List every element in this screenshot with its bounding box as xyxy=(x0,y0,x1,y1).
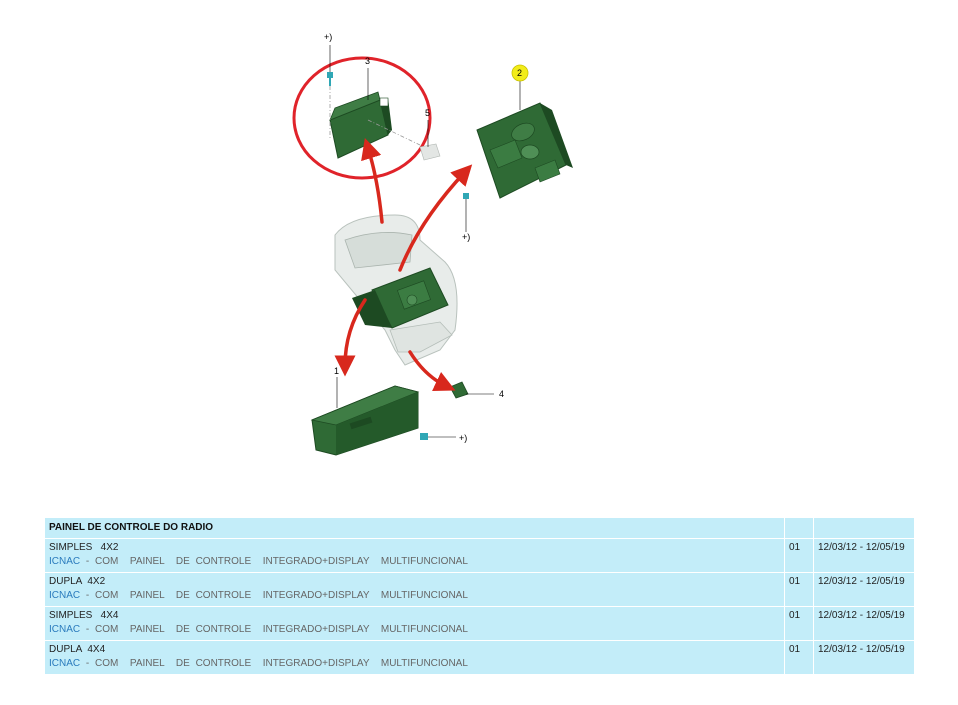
part-3-bracket xyxy=(329,91,392,159)
quantity: 01 xyxy=(784,538,814,573)
table-header-row: PAINEL DE CONTROLE DO RADIO xyxy=(44,517,915,539)
screw-callout: +) xyxy=(324,32,332,42)
exploded-parts-diagram: 1 2 3 4 5 +) +) +) xyxy=(292,32,573,456)
variant-label: DUPLA 4X2 xyxy=(49,576,106,587)
table-row: DUPLA 4X2 ICNAC - COM PAINEL DE CONTROLE… xyxy=(44,572,915,607)
part-1-radio-unit xyxy=(310,385,420,456)
callout-1: 1 xyxy=(334,366,339,376)
variant-label: DUPLA 4X4 xyxy=(49,644,106,655)
quantity: 01 xyxy=(784,640,814,675)
part-4-connector xyxy=(449,381,469,399)
highlight-circle xyxy=(292,56,432,180)
part-5-label xyxy=(419,143,441,161)
screw-icon xyxy=(327,72,333,86)
description: - COM PAINEL DE CONTROLE INTEGRADO+DISPL… xyxy=(80,624,468,635)
callout-badge-2 xyxy=(511,64,529,82)
table-row: SIMPLES 4X2 ICNAC - COM PAINEL DE CONTRO… xyxy=(44,538,915,573)
table-title: PAINEL DE CONTROLE DO RADIO xyxy=(44,517,785,539)
callout-5: 5 xyxy=(425,108,430,118)
model-code-link[interactable]: ICNAC xyxy=(49,556,81,567)
table-row: DUPLA 4X4 ICNAC - COM PAINEL DE CONTROLE… xyxy=(44,640,915,675)
description: - COM PAINEL DE CONTROLE INTEGRADO+DISPL… xyxy=(80,658,468,669)
variant-label: SIMPLES 4X4 xyxy=(49,610,119,621)
callout-4: 4 xyxy=(499,389,504,399)
quantity: 01 xyxy=(784,606,814,641)
screw-callout: +) xyxy=(459,433,467,443)
model-code-link[interactable]: ICNAC xyxy=(49,624,81,635)
part-2-radio-control-panel xyxy=(476,102,573,199)
date-range: 12/03/12 - 12/05/19 xyxy=(813,538,915,573)
date-range: 12/03/12 - 12/05/19 xyxy=(813,640,915,675)
parts-table: PAINEL DE CONTROLE DO RADIO SIMPLES 4X2 … xyxy=(44,517,915,675)
table-row: SIMPLES 4X4 ICNAC - COM PAINEL DE CONTRO… xyxy=(44,606,915,641)
model-code-link[interactable]: ICNAC xyxy=(49,590,81,601)
callout-3: 3 xyxy=(365,56,370,66)
center-radio-panel xyxy=(352,267,449,329)
quantity: 01 xyxy=(784,572,814,607)
exploded-arrows xyxy=(334,137,473,391)
date-range: 12/03/12 - 12/05/19 xyxy=(813,572,915,607)
screw-icon xyxy=(463,193,469,199)
screw-icon xyxy=(420,433,428,440)
variant-label: SIMPLES 4X2 xyxy=(49,542,119,553)
description: - COM PAINEL DE CONTROLE INTEGRADO+DISPL… xyxy=(80,556,468,567)
callout-2: 2 xyxy=(517,68,522,78)
date-range: 12/03/12 - 12/05/19 xyxy=(813,606,915,641)
model-code-link[interactable]: ICNAC xyxy=(49,658,81,669)
screw-callout: +) xyxy=(462,232,470,242)
description: - COM PAINEL DE CONTROLE INTEGRADO+DISPL… xyxy=(80,590,468,601)
